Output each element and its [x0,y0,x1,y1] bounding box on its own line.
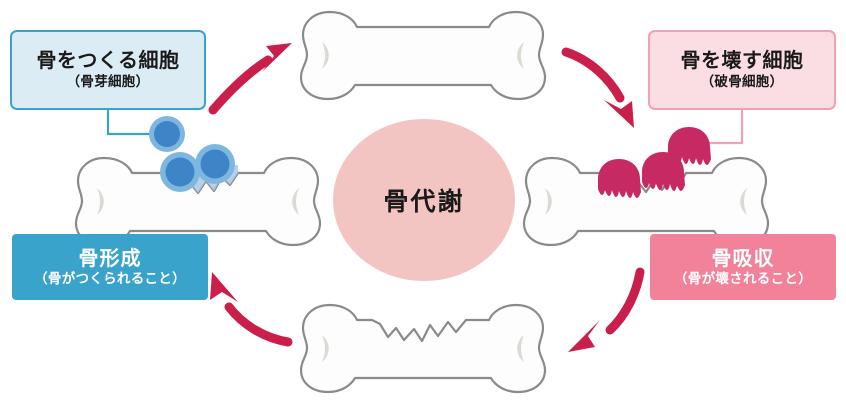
arrow-left-to-top [208,43,292,115]
bone-marrow-mark [97,188,104,215]
osteoblast-box-subtitle: （骨芽細胞） [66,74,150,91]
osteoblast-cell [160,152,200,192]
label-box-bone-formation[interactable]: 骨形成 （骨がつくられること） [12,234,208,300]
bone-bottom [299,303,547,394]
arrow-right-to-bottom [568,267,645,352]
bone-formation-subtitle: （骨がつくられること） [34,270,186,287]
center-circle: 骨代謝 [333,119,515,281]
label-box-bone-resorption[interactable]: 骨吸収 （骨が壊されること） [650,234,836,300]
osteoblast-box-title: 骨をつくる細胞 [36,48,180,73]
bone-resorption-title: 骨吸収 [711,245,775,270]
osteoclast-cell [642,152,685,191]
osteoblast-cell [195,144,235,184]
osteoblast-leader-line [106,110,150,136]
bone-marrow-mark [292,188,299,215]
label-box-osteoblast-cell[interactable]: 骨をつくる細胞 （骨芽細胞） [10,30,206,110]
arrow-top-to-right [561,47,634,128]
osteoblast-cell [149,116,185,152]
bone-marrow-mark [545,188,552,215]
osteoclast-cell [668,127,711,165]
bone-marrow-mark [517,335,524,362]
label-box-osteoclast-cell[interactable]: 骨を壊す細胞 （破骨細胞） [648,30,836,110]
new-bone-matrix [166,165,238,193]
osteoclast-box-subtitle: （破骨細胞） [700,74,784,91]
bone-top [299,10,547,101]
bone-marrow-mark [322,335,329,362]
bone-resorption-subtitle: （骨が壊されること） [674,270,812,287]
osteoclast-box-title: 骨を壊す細胞 [680,48,804,73]
arrow-bottom-to-left [210,272,293,347]
bone-marrow-mark [517,42,524,69]
bone-marrow-mark [740,188,747,215]
osteoclast-cell [598,159,641,198]
bone-right [522,156,770,247]
bone-left [74,156,322,247]
osteoclast-leader-line [706,110,744,145]
center-label: 骨代謝 [383,187,465,216]
bone-marrow-mark [322,42,329,69]
bone-formation-title: 骨形成 [78,245,142,270]
